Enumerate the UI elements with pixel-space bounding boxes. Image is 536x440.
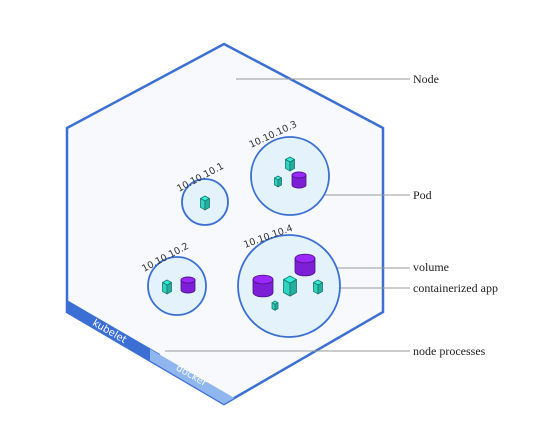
cube-icon [283, 275, 297, 297]
cube-icon [285, 156, 295, 172]
cylinder-icon [252, 274, 274, 298]
pod-contents [162, 156, 323, 311]
pod-label: Pod [413, 188, 432, 202]
pod-circle-3 [250, 136, 330, 216]
docker-band [150, 349, 250, 404]
containerized-app-label: containerized app [413, 281, 498, 295]
cylinder-icon [291, 171, 307, 189]
pod-circle-2 [147, 256, 207, 316]
node-processes-label: node processes [413, 344, 486, 358]
cube-icon [200, 195, 210, 211]
cube-icon [274, 175, 282, 188]
cube-icon [162, 279, 172, 295]
cylinder-icon [294, 253, 316, 277]
node-label: Node [413, 72, 439, 86]
cube-icon [313, 279, 323, 295]
volume-label: volume [413, 260, 449, 274]
cube-icon [271, 300, 279, 311]
cylinder-icon [180, 276, 196, 294]
node-hexagon [65, 42, 385, 406]
